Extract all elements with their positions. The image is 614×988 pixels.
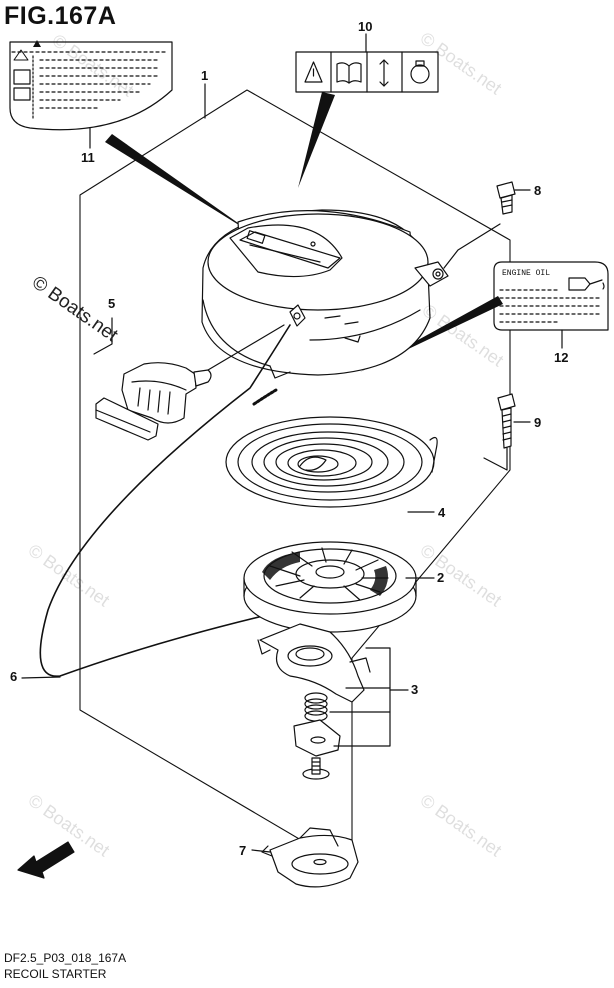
callout-1: 1 xyxy=(201,68,209,83)
leader-7 xyxy=(251,849,271,853)
bolt-9 xyxy=(497,393,516,449)
bolt-8 xyxy=(496,181,516,215)
starter-handle-5 xyxy=(95,324,285,441)
callout-6: 6 xyxy=(10,669,18,684)
callout-9: 9 xyxy=(534,415,542,430)
starter-pawl-3 xyxy=(257,623,371,703)
pointer-11 xyxy=(105,134,255,235)
warning-label-11 xyxy=(9,40,173,131)
leader-6 xyxy=(21,676,61,679)
friction-plate-3 xyxy=(293,719,341,757)
leader-8 xyxy=(443,223,501,269)
leader-5 xyxy=(93,317,113,355)
pointer-10 xyxy=(298,92,335,188)
figure-name: RECOIL STARTER xyxy=(4,967,107,981)
callout-4: 4 xyxy=(438,505,446,520)
engine-oil-label-text: ENGINE OIL xyxy=(502,269,551,278)
pawl-spring-3 xyxy=(304,692,328,722)
pictogram-label-10 xyxy=(295,51,439,93)
figure-title: FIG.167A xyxy=(4,2,117,30)
recoil-spring-4 xyxy=(225,416,438,508)
figure-code: DF2.5_P03_018_167A xyxy=(4,951,127,965)
callout-8: 8 xyxy=(534,183,542,198)
callout-5: 5 xyxy=(108,296,116,311)
callout-3: 3 xyxy=(411,682,419,697)
leader-3 xyxy=(333,647,391,747)
callout-7: 7 xyxy=(239,843,247,858)
callout-2: 2 xyxy=(437,570,445,585)
callout-12: 12 xyxy=(554,350,569,365)
engine-oil-label-12 xyxy=(493,261,609,331)
starter-pulley-7 xyxy=(261,827,359,888)
recoil-reel-2 xyxy=(243,541,417,633)
pawl-screw-3 xyxy=(302,757,330,780)
callout-10: 10 xyxy=(358,19,373,34)
leader-9b xyxy=(483,447,508,471)
starter-housing xyxy=(201,209,449,379)
callout-11: 11 xyxy=(81,150,95,165)
fwd-arrow-icon xyxy=(17,841,75,879)
recoil-rope-6 xyxy=(39,324,301,677)
assembly-outline xyxy=(79,89,511,871)
